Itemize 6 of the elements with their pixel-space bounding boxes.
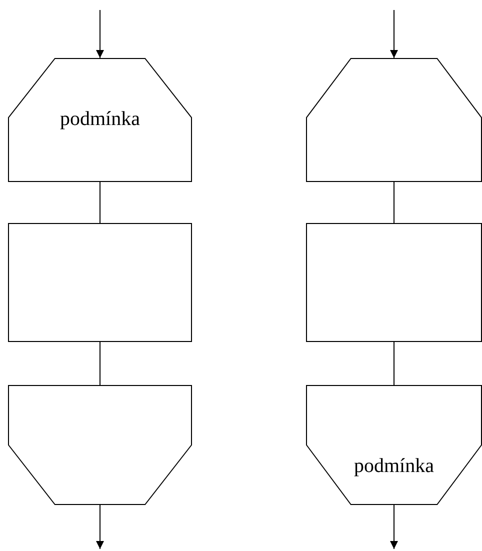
condition-label: podmínka xyxy=(60,108,140,131)
condition-label: podmínka xyxy=(354,455,434,478)
arrow xyxy=(96,10,104,58)
arrow xyxy=(96,504,104,550)
arrow xyxy=(390,10,398,58)
arrow xyxy=(390,504,398,550)
